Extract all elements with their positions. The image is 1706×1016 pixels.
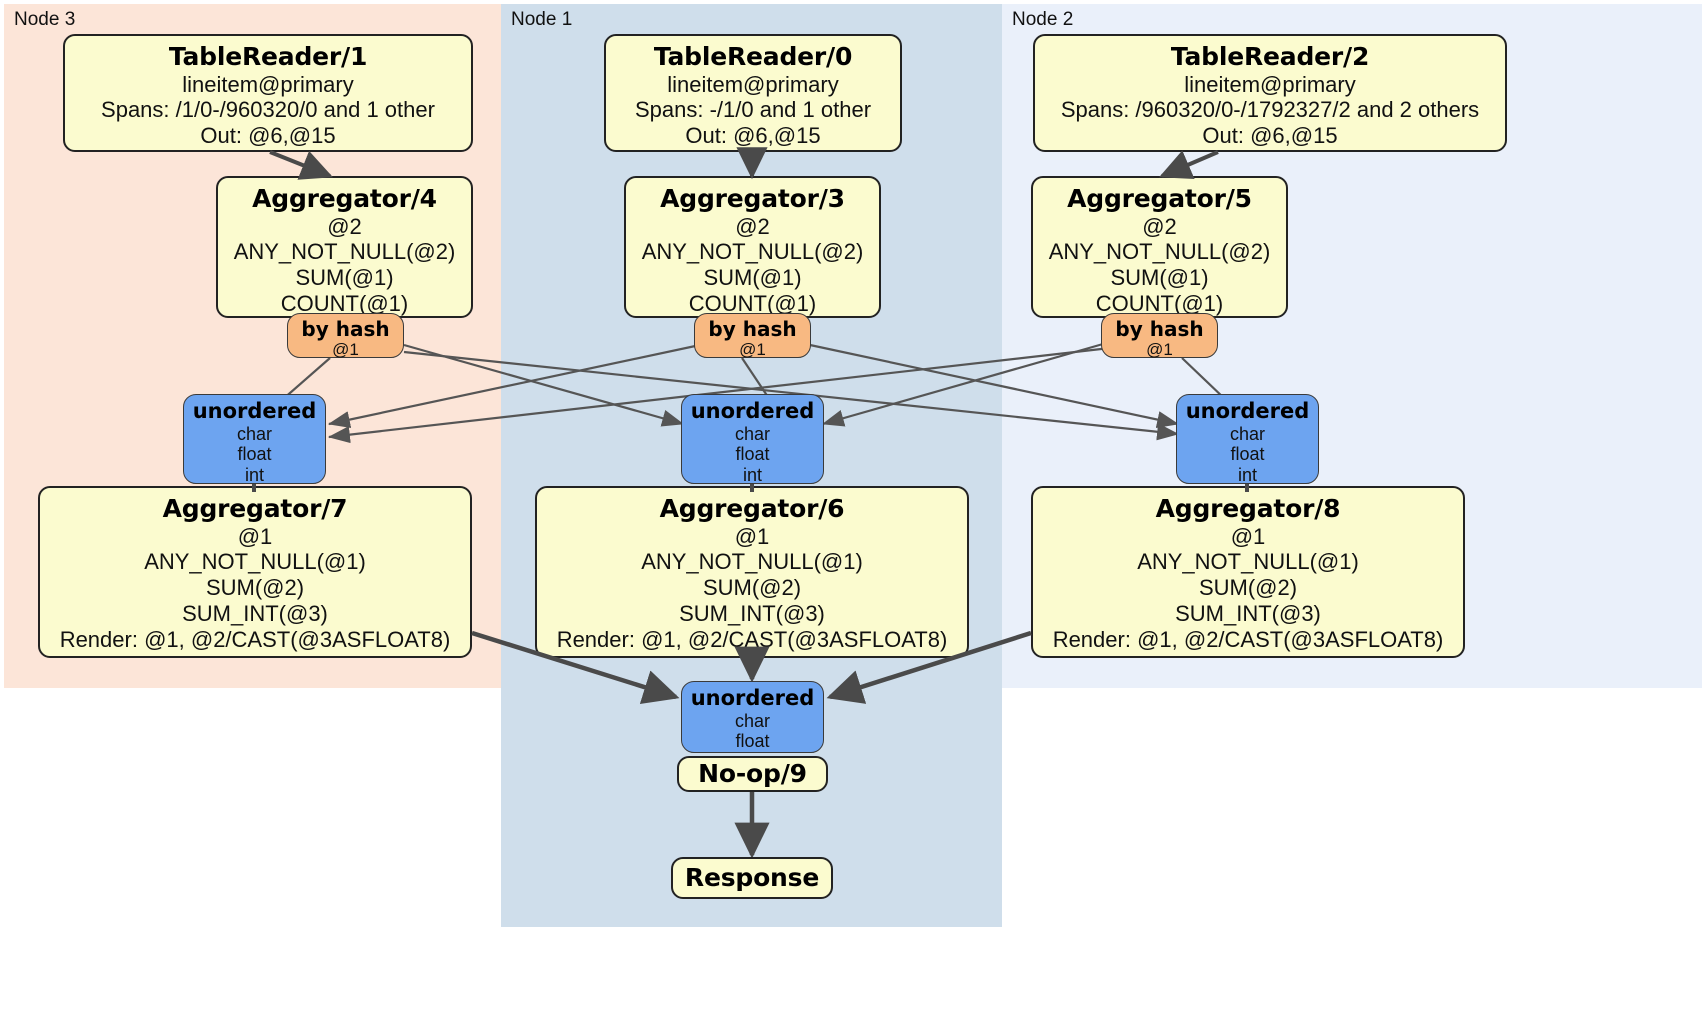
processor-aggregator-8-line-4: Render: @1, @2/CAST(@3ASFLOAT8) — [1052, 627, 1444, 653]
synchronizer-unordered-final-title: unordered — [690, 686, 815, 710]
processor-tablereader-0-line-0: lineitem@primary — [667, 71, 839, 97]
synchronizer-unordered-final-line-1: float — [735, 731, 770, 752]
processor-aggregator-6-line-2: SUM(@2) — [702, 575, 802, 601]
processor-aggregator-4-line-1: ANY_NOT_NULL(@2) — [233, 239, 456, 265]
processor-aggregator-6-line-1: ANY_NOT_NULL(@1) — [641, 549, 863, 575]
processor-tablereader-0-line-1: Spans: -/1/0 and 1 other — [634, 97, 872, 123]
node-panel-node3-label: Node 3 — [14, 9, 76, 30]
router-by-hash-left-line-0: @1 — [332, 340, 359, 360]
processor-tablereader-2-title: TableReader/2 — [1170, 42, 1370, 71]
router-by-hash-left[interactable]: by hash @1 — [287, 313, 404, 360]
processor-tablereader-1-line-2: Out: @6,@15 — [200, 123, 336, 149]
synchronizer-unordered-right-line-1: float — [1230, 444, 1265, 465]
synchronizer-unordered-center-title: unordered — [690, 399, 815, 423]
processor-aggregator-5-title: Aggregator/5 — [1067, 184, 1252, 213]
router-by-hash-right-title: by hash — [1115, 317, 1204, 341]
processor-tablereader-1-line-0: lineitem@primary — [182, 71, 354, 97]
processor-tablereader-1[interactable]: TableReader/1 lineitem@primary Spans: /1… — [63, 34, 473, 152]
synchronizer-unordered-left-line-2: int — [244, 464, 264, 485]
synchronizer-unordered-right-line-2: int — [1237, 464, 1257, 485]
processor-response-title: Response — [684, 863, 820, 893]
processor-aggregator-4-title: Aggregator/4 — [252, 184, 437, 213]
processor-aggregator-6-line-4: Render: @1, @2/CAST(@3ASFLOAT8) — [556, 627, 948, 653]
processor-aggregator-7-line-1: ANY_NOT_NULL(@1) — [144, 549, 366, 575]
synchronizer-unordered-final[interactable]: unordered char float — [681, 681, 824, 753]
synchronizer-unordered-left-line-0: char — [236, 423, 272, 444]
processor-aggregator-6-title: Aggregator/6 — [659, 494, 845, 523]
processor-aggregator-8-line-3: SUM_INT(@3) — [1175, 601, 1321, 627]
processor-tablereader-0-line-2: Out: @6,@15 — [685, 123, 821, 149]
processor-tablereader-2-line-0: lineitem@primary — [1184, 71, 1356, 97]
processor-tablereader-0[interactable]: TableReader/0 lineitem@primary Spans: -/… — [604, 34, 902, 152]
processor-aggregator-3-title: Aggregator/3 — [660, 184, 845, 213]
router-by-hash-center[interactable]: by hash @1 — [694, 313, 811, 360]
processor-aggregator-8[interactable]: Aggregator/8 @1 ANY_NOT_NULL(@1) SUM(@2)… — [1031, 486, 1465, 658]
router-by-hash-right-line-0: @1 — [1146, 340, 1173, 360]
processor-aggregator-7-line-3: SUM_INT(@3) — [182, 601, 328, 627]
processor-tablereader-2[interactable]: TableReader/2 lineitem@primary Spans: /9… — [1033, 34, 1507, 152]
processor-aggregator-4-line-0: @2 — [327, 213, 362, 239]
processor-aggregator-4-line-2: SUM(@1) — [295, 265, 394, 291]
router-by-hash-left-title: by hash — [301, 317, 390, 341]
processor-aggregator-3[interactable]: Aggregator/3 @2 ANY_NOT_NULL(@2) SUM(@1)… — [624, 176, 881, 318]
router-by-hash-right[interactable]: by hash @1 — [1101, 313, 1218, 360]
processor-aggregator-3-line-3: COUNT(@1) — [688, 291, 817, 317]
processor-aggregator-5-line-2: SUM(@1) — [1110, 265, 1209, 291]
node-panel-node2-label: Node 2 — [1012, 9, 1074, 30]
synchronizer-unordered-center-line-0: char — [734, 423, 770, 444]
synchronizer-unordered-left-title: unordered — [192, 399, 317, 423]
synchronizer-unordered-center[interactable]: unordered char float int — [681, 394, 824, 485]
processor-noop-9-title: No-op/9 — [698, 759, 807, 789]
router-by-hash-center-line-0: @1 — [739, 340, 766, 360]
processor-aggregator-5-line-1: ANY_NOT_NULL(@2) — [1048, 239, 1271, 265]
processor-noop-9[interactable]: No-op/9 — [677, 756, 828, 792]
processor-aggregator-3-line-2: SUM(@1) — [703, 265, 802, 291]
synchronizer-unordered-left[interactable]: unordered char float int — [183, 394, 326, 485]
processor-aggregator-4[interactable]: Aggregator/4 @2 ANY_NOT_NULL(@2) SUM(@1)… — [216, 176, 473, 318]
synchronizer-unordered-right[interactable]: unordered char float int — [1176, 394, 1319, 485]
processor-tablereader-2-line-2: Out: @6,@15 — [1202, 123, 1338, 149]
processor-aggregator-8-line-2: SUM(@2) — [1198, 575, 1298, 601]
processor-aggregator-6-line-3: SUM_INT(@3) — [679, 601, 825, 627]
processor-aggregator-8-line-0: @1 — [1230, 523, 1266, 549]
processor-aggregator-7-title: Aggregator/7 — [162, 494, 348, 523]
processor-aggregator-6[interactable]: Aggregator/6 @1 ANY_NOT_NULL(@1) SUM(@2)… — [535, 486, 969, 658]
processor-tablereader-1-line-1: Spans: /1/0-/960320/0 and 1 other — [101, 97, 435, 123]
synchronizer-unordered-center-line-2: int — [742, 464, 762, 485]
router-by-hash-center-title: by hash — [708, 317, 797, 341]
processor-aggregator-5-line-0: @2 — [1142, 213, 1177, 239]
processor-response[interactable]: Response — [671, 857, 833, 899]
processor-aggregator-5-line-3: COUNT(@1) — [1095, 291, 1224, 317]
node-panel-node1-label: Node 1 — [511, 9, 573, 30]
processor-aggregator-4-line-3: COUNT(@1) — [280, 291, 409, 317]
processor-aggregator-8-line-1: ANY_NOT_NULL(@1) — [1137, 549, 1359, 575]
synchronizer-unordered-right-title: unordered — [1185, 399, 1310, 423]
processor-aggregator-7-line-0: @1 — [237, 523, 273, 549]
processor-aggregator-5[interactable]: Aggregator/5 @2 ANY_NOT_NULL(@2) SUM(@1)… — [1031, 176, 1288, 318]
processor-tablereader-0-title: TableReader/0 — [653, 42, 853, 71]
synchronizer-unordered-center-line-1: float — [735, 444, 770, 465]
synchronizer-unordered-left-line-1: float — [237, 444, 272, 465]
processor-tablereader-1-title: TableReader/1 — [168, 42, 368, 71]
processor-aggregator-7[interactable]: Aggregator/7 @1 ANY_NOT_NULL(@1) SUM(@2)… — [38, 486, 472, 658]
processor-aggregator-3-line-0: @2 — [735, 213, 770, 239]
processor-tablereader-2-line-1: Spans: /960320/0-/1792327/2 and 2 others — [1060, 97, 1480, 123]
synchronizer-unordered-right-line-0: char — [1229, 423, 1265, 444]
synchronizer-unordered-final-line-0: char — [734, 710, 770, 731]
processor-aggregator-3-line-1: ANY_NOT_NULL(@2) — [641, 239, 864, 265]
processor-aggregator-7-line-4: Render: @1, @2/CAST(@3ASFLOAT8) — [59, 627, 451, 653]
processor-aggregator-6-line-0: @1 — [734, 523, 770, 549]
processor-aggregator-7-line-2: SUM(@2) — [205, 575, 305, 601]
processor-aggregator-8-title: Aggregator/8 — [1155, 494, 1341, 523]
